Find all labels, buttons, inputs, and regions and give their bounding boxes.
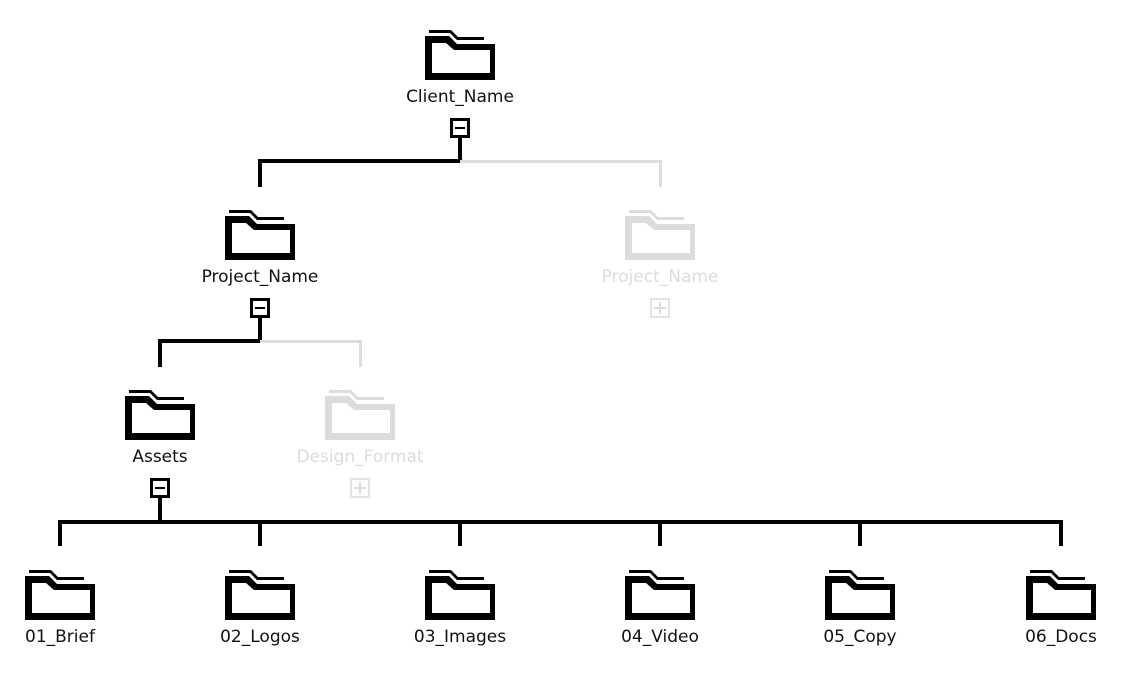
connector-bus-level2-left	[258, 159, 462, 163]
folder-icon	[160, 562, 360, 624]
connector-drop-project-active	[258, 159, 262, 187]
connector-bus-level2-right	[460, 160, 662, 163]
folder-icon	[961, 562, 1125, 624]
node-leaf-01-brief[interactable]: 01_Brief	[0, 562, 160, 647]
folder-icon	[360, 22, 560, 84]
connector-drop-project-muted	[659, 160, 662, 187]
connector-bus-level3-right	[260, 340, 362, 343]
connector-drop-assets	[158, 339, 162, 367]
node-label: Assets	[132, 447, 188, 467]
node-label: Client_Name	[406, 87, 514, 107]
node-label: 01_Brief	[25, 627, 95, 647]
node-label: Project_Name	[201, 267, 319, 287]
node-leaf-05-copy[interactable]: 05_Copy	[760, 562, 960, 647]
node-label: 04_Video	[621, 627, 699, 647]
connector-project-stem	[258, 318, 262, 343]
node-leaf-02-logos[interactable]: 02_Logos	[160, 562, 360, 647]
node-label: 02_Logos	[220, 627, 300, 647]
connector-bus-level3-left	[158, 339, 262, 343]
node-assets[interactable]: Assets	[60, 382, 260, 467]
connector-drop-design-format	[359, 340, 362, 367]
folder-icon	[260, 382, 460, 444]
node-label: Design_Format	[296, 447, 424, 467]
connector-drop-leaf-2	[258, 520, 262, 546]
toggle-expand-design-format[interactable]	[350, 478, 370, 498]
toggle-collapse-client-name[interactable]	[450, 118, 470, 138]
node-leaf-04-video[interactable]: 04_Video	[560, 562, 760, 647]
folder-icon	[560, 562, 760, 624]
node-leaf-06-docs[interactable]: 06_Docs	[961, 562, 1125, 647]
folder-icon	[160, 202, 360, 264]
folder-icon	[560, 202, 760, 264]
folder-icon	[60, 382, 260, 444]
connector-bus-level4	[58, 520, 1063, 524]
connector-assets-stem	[158, 498, 162, 522]
node-client-name[interactable]: Client_Name	[360, 22, 560, 107]
connector-drop-leaf-1	[58, 520, 62, 546]
folder-icon	[0, 562, 160, 624]
node-design-format[interactable]: Design_Format	[260, 382, 460, 467]
folder-icon	[760, 562, 960, 624]
connector-drop-leaf-6	[1059, 520, 1063, 546]
connector-client-stem	[458, 138, 462, 163]
toggle-collapse-assets[interactable]	[150, 478, 170, 498]
node-label: 06_Docs	[1025, 627, 1097, 647]
connector-drop-leaf-3	[458, 520, 462, 546]
node-project-name-active[interactable]: Project_Name	[160, 202, 360, 287]
folder-icon	[360, 562, 560, 624]
connector-drop-leaf-4	[658, 520, 662, 546]
toggle-expand-project-name-collapsed[interactable]	[650, 298, 670, 318]
node-leaf-03-images[interactable]: 03_Images	[360, 562, 560, 647]
node-label: Project_Name	[601, 267, 719, 287]
node-label: 03_Images	[413, 627, 507, 647]
node-label: 05_Copy	[823, 627, 897, 647]
connector-drop-leaf-5	[858, 520, 862, 546]
node-project-name-collapsed[interactable]: Project_Name	[560, 202, 760, 287]
toggle-collapse-project-name-active[interactable]	[250, 298, 270, 318]
